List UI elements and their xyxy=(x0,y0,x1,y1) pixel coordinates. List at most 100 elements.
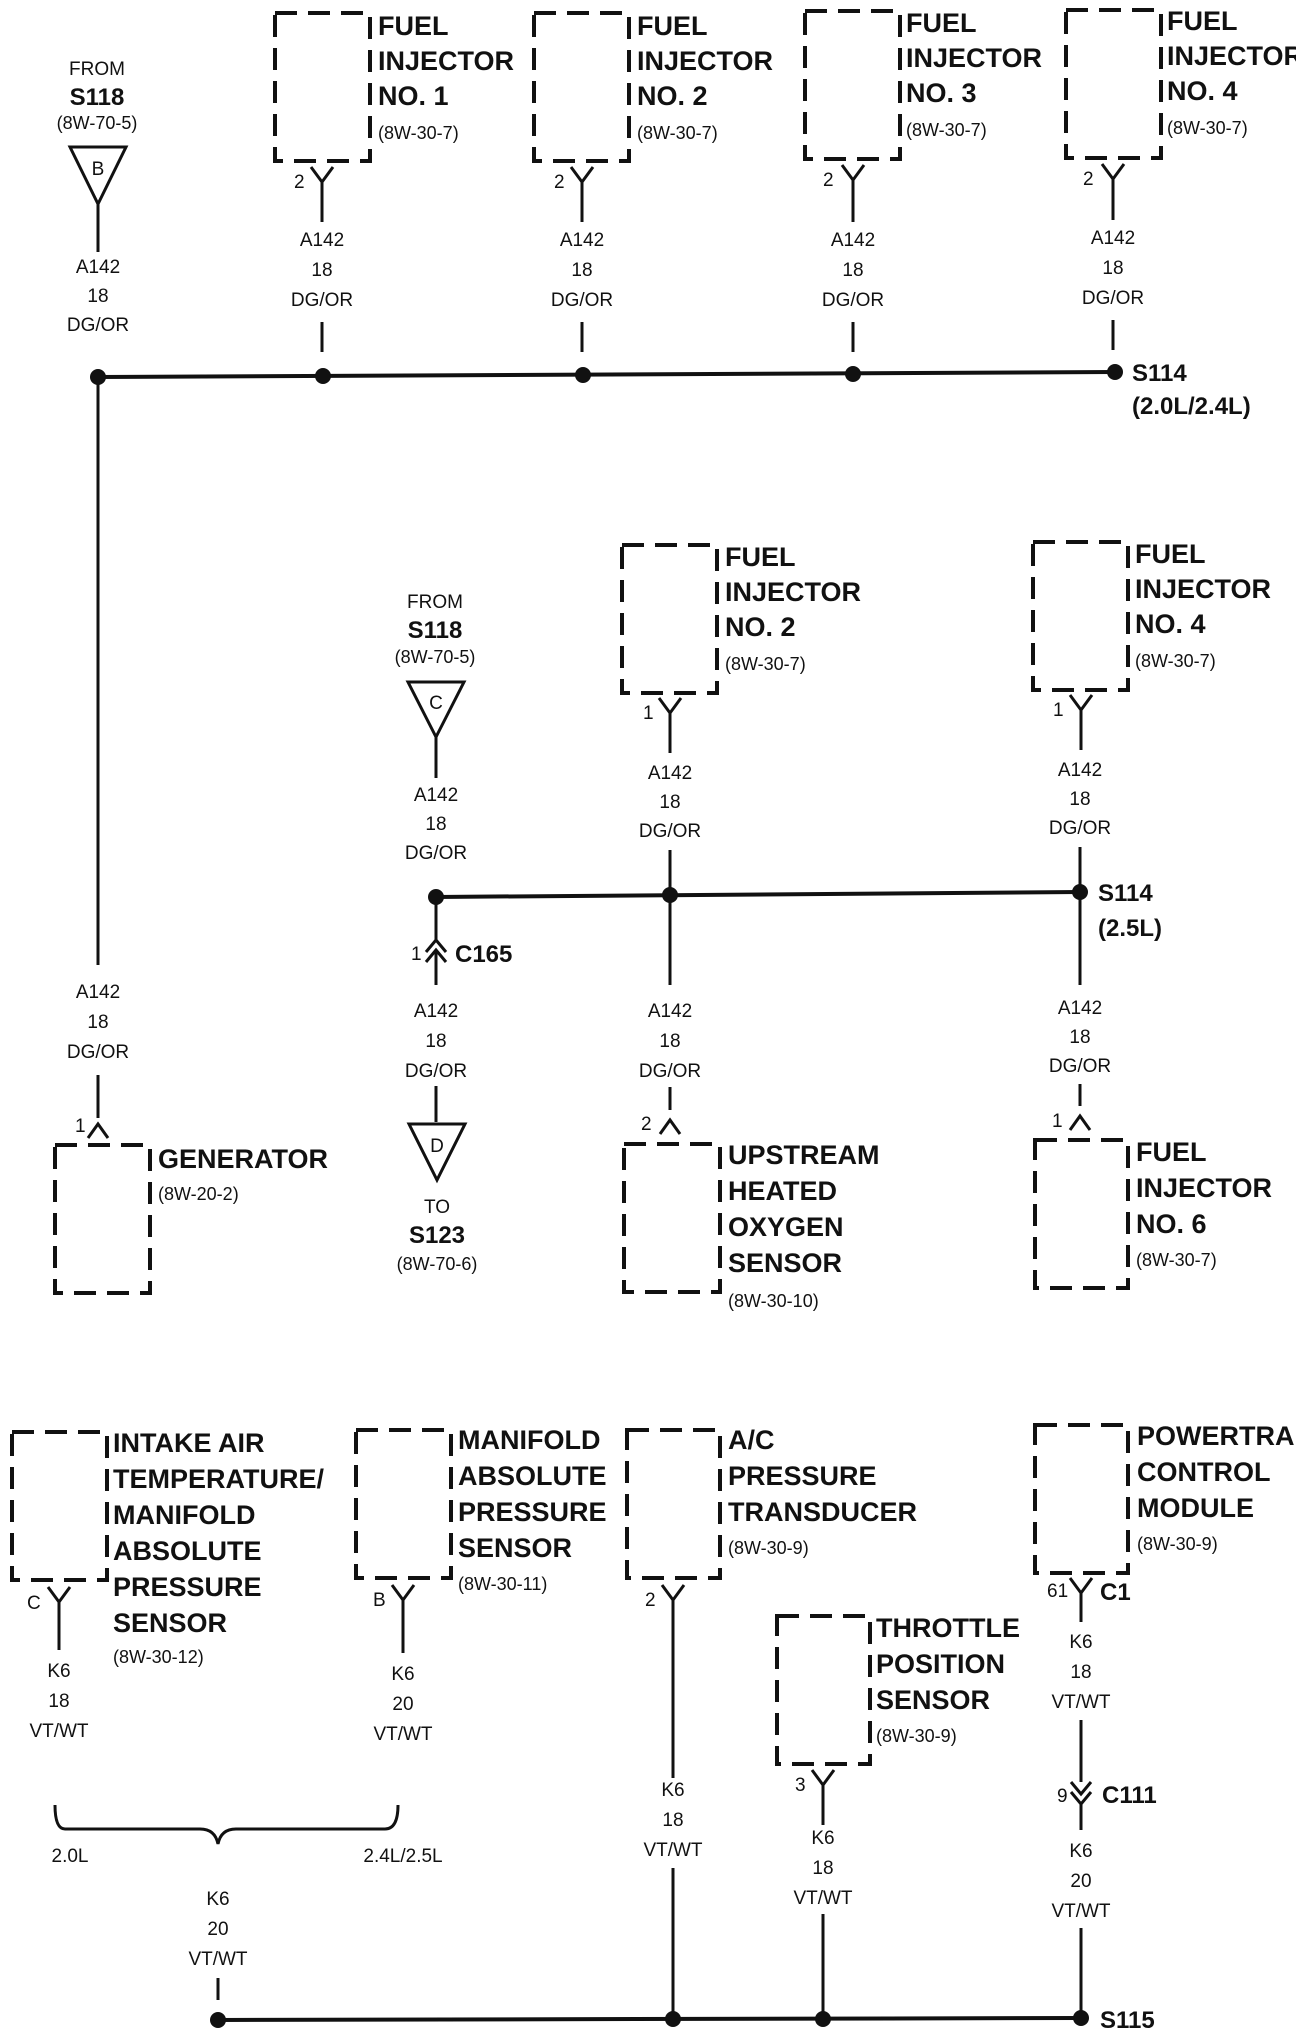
wire-gauge: 20 xyxy=(1070,1871,1091,1892)
wire-gauge: 18 xyxy=(425,814,446,835)
generator: 1 GENERATOR (8W-20-2) xyxy=(53,1116,328,1295)
component-title: UPSTREAM xyxy=(728,1140,880,1170)
pin-number: B xyxy=(373,1590,386,1611)
component-box xyxy=(1031,540,1130,692)
ref-label: (8W-20-2) xyxy=(158,1184,239,1204)
wire-id: K6 xyxy=(811,1828,834,1849)
wire-color: DG/OR xyxy=(405,843,467,864)
connector-pin-symbol xyxy=(657,697,683,740)
connector-pin-symbol xyxy=(658,1117,682,1135)
ref-label: (8W-30-7) xyxy=(1167,118,1248,138)
component-title: NO. 3 xyxy=(906,78,977,108)
component-title: SENSOR xyxy=(113,1608,227,1638)
wire-id: A142 xyxy=(1091,228,1135,249)
wire-color: VT/WT xyxy=(29,1721,88,1742)
ref-label: (8W-70-5) xyxy=(57,113,138,133)
component-box xyxy=(625,1428,722,1580)
wire-color: VT/WT xyxy=(1051,1901,1110,1922)
connector-label: C1 xyxy=(1100,1579,1131,1606)
off-page-triangle xyxy=(405,680,467,741)
component-box xyxy=(1033,1423,1130,1575)
component-title: INTAKE AIR xyxy=(113,1428,265,1458)
component-title: NO. 1 xyxy=(378,81,449,111)
ref-label: (8W-30-7) xyxy=(1136,1250,1217,1270)
intake-air-temperature-map-sensor: INTAKE AIR TEMPERATURE/ MANIFOLD ABSOLUT… xyxy=(10,1428,325,1742)
wire-gauge: 18 xyxy=(87,286,108,307)
component-box xyxy=(53,1143,152,1295)
wire-id: A142 xyxy=(648,1001,692,1022)
wire-color: DG/OR xyxy=(822,290,884,311)
splice-dot xyxy=(815,2011,831,2027)
component-title: ABSOLUTE xyxy=(458,1461,607,1491)
component-title: NO. 4 xyxy=(1167,76,1238,106)
component-title: OXYGEN xyxy=(728,1212,844,1242)
component-box xyxy=(1064,8,1163,160)
section-2: FROM S118 (8W-70-5) C A142 18 DG/OR S114… xyxy=(395,539,1272,1311)
ref-label: (8W-70-5) xyxy=(395,647,476,667)
pin-number: 9 xyxy=(1057,1786,1068,1807)
wire-gauge: 18 xyxy=(425,1031,446,1052)
connector-pin-symbol xyxy=(1068,1113,1092,1131)
component-title: HEATED xyxy=(728,1176,837,1206)
variant-label-2-0l: 2.0L xyxy=(52,1846,89,1867)
component-title: FUEL xyxy=(1167,6,1238,36)
component-title: MANIFOLD xyxy=(458,1425,600,1455)
connector-pin-symbol xyxy=(309,166,335,200)
manifold-absolute-pressure-sensor: MANIFOLD ABSOLUTE PRESSURE SENSOR (8W-30… xyxy=(354,1425,607,1745)
splice-dot xyxy=(845,366,861,382)
section-3: INTAKE AIR TEMPERATURE/ MANIFOLD ABSOLUT… xyxy=(10,1421,1296,2034)
inline-connector-symbol xyxy=(1069,1781,1093,1807)
component-box xyxy=(273,11,372,163)
wire-id: K6 xyxy=(391,1664,414,1685)
ref-label: (8W-30-9) xyxy=(1137,1534,1218,1554)
wire-gauge: 18 xyxy=(659,1031,680,1052)
splice-s114-label: S114 xyxy=(1098,880,1153,907)
wire-id: K6 xyxy=(47,1661,70,1682)
splice-s114-variant: (2.5L) xyxy=(1098,915,1162,942)
wire-gauge: 20 xyxy=(392,1694,413,1715)
to-label: TO xyxy=(424,1197,450,1218)
wire-id: A142 xyxy=(76,257,120,278)
component-title: INJECTOR xyxy=(637,46,773,76)
wire-gauge: 18 xyxy=(812,1858,833,1879)
bus-a142-top xyxy=(97,370,1116,379)
component-title: PRESSURE xyxy=(458,1497,607,1527)
wire-gauge: 18 xyxy=(571,260,592,281)
wire-id: A142 xyxy=(414,785,458,806)
wire-id: K6 xyxy=(661,1780,684,1801)
fuel-injector-4-25l: FUEL INJECTOR NO. 4 (8W-30-7) 1 A142 18 … xyxy=(1031,539,1271,892)
fuel-injector-2: FUEL INJECTOR NO. 2 (8W-30-7) 2 A142 18 … xyxy=(532,11,773,352)
wire-gauge: 18 xyxy=(659,792,680,813)
from-label: FROM xyxy=(407,592,463,613)
component-title: FUEL xyxy=(637,11,708,41)
connector-label: C111 xyxy=(1102,1782,1157,1809)
ref-label: (8W-30-7) xyxy=(725,654,806,674)
pin-number: 2 xyxy=(823,170,834,191)
component-box xyxy=(803,9,902,161)
wire-id: K6 xyxy=(1069,1841,1092,1862)
component-title: INJECTOR xyxy=(1136,1173,1272,1203)
pin-number: 3 xyxy=(795,1775,806,1796)
component-title: NO. 2 xyxy=(637,81,708,111)
component-title: TEMPERATURE/ xyxy=(113,1464,325,1494)
connector-pin-symbol xyxy=(840,164,866,198)
splice-s118-label: S118 xyxy=(408,617,463,644)
component-box xyxy=(622,1142,722,1294)
pin-number: 2 xyxy=(294,172,305,193)
component-title: NO. 6 xyxy=(1136,1209,1207,1239)
pin-number: C xyxy=(27,1593,41,1614)
wire-color: DG/OR xyxy=(1082,288,1144,309)
component-title: INJECTOR xyxy=(906,43,1042,73)
component-box xyxy=(620,543,719,695)
component-title: INJECTOR xyxy=(725,577,861,607)
component-title: PRESSURE xyxy=(728,1461,877,1491)
connector-pin-symbol xyxy=(569,166,595,200)
pin-number: 61 xyxy=(1047,1581,1068,1602)
ac-pressure-transducer: A/C PRESSURE TRANSDUCER (8W-30-9) 2 K6 1… xyxy=(625,1425,917,2018)
to-s123-d: A142 18 DG/OR D TO S123 (8W-70-6) xyxy=(397,1001,478,1274)
splice-s118-label: S118 xyxy=(70,84,125,111)
ref-label: (8W-30-11) xyxy=(458,1574,547,1594)
wire-id: A142 xyxy=(1058,998,1102,1019)
component-box xyxy=(354,1428,453,1580)
wire-id: A142 xyxy=(414,1001,458,1022)
